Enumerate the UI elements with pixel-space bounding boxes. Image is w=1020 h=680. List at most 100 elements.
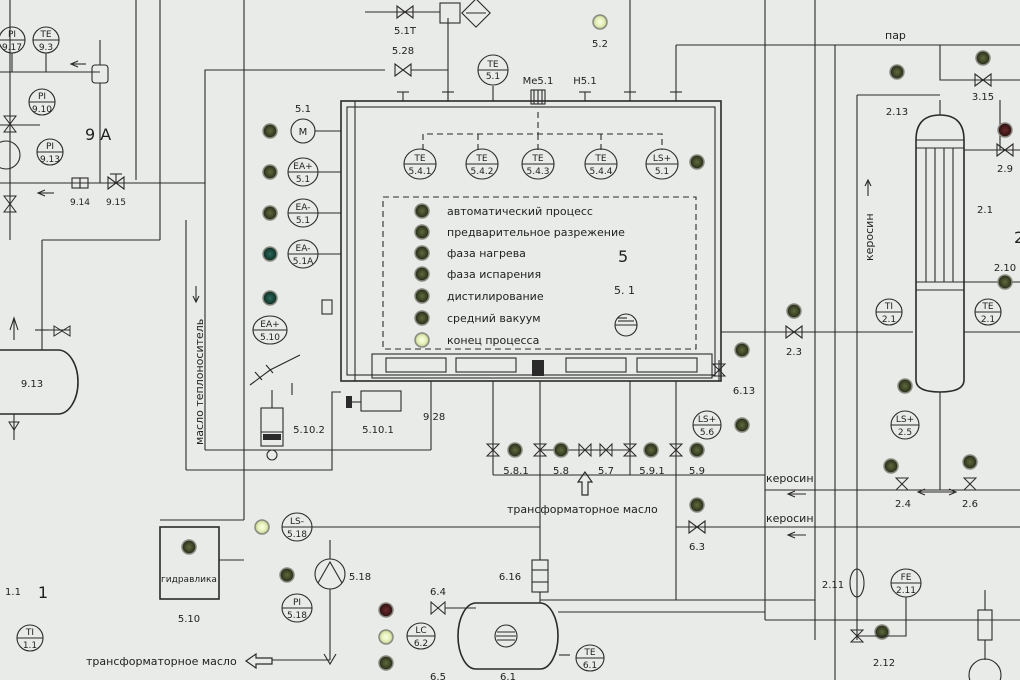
svg-text:TE: TE [583,648,595,658]
tank-6-1: LC 6.2 TE 6.1 [378,545,765,672]
ls-5-6: LS+ 5.6 [692,410,750,440]
svg-text:PI: PI [38,92,46,102]
tag-2-3: 2.3 [786,347,802,358]
tag-6-4: 6.4 [430,587,446,598]
tag-6-13: 6.13 [733,386,755,397]
vessel-sensor-te-542: TE 5.4.2 [465,148,499,180]
hydraulics-label: гидравлика [161,575,217,585]
status-lamp-auto [414,203,430,219]
svg-text:EA-: EA- [296,244,311,254]
valve-3-15 [939,45,1020,88]
svg-text:TI: TI [25,628,34,638]
svg-text:5.4.1: 5.4.1 [409,167,432,177]
tag-6-16: 6.16 [499,572,521,583]
label-heat-transfer-oil: масло теплоноситель [193,319,206,445]
tag-5-10: 5.10 [178,614,200,625]
svg-text:5.1: 5.1 [296,175,310,185]
label-kerosene-vertical: керосин [863,213,876,261]
tag-5-7: 5.7 [598,466,614,477]
ti-2-1: TI 2.1 [875,298,903,326]
valve-2-6 [962,454,978,491]
te-51-type: TE [486,60,498,70]
tag-5-8-1: 5.8.1 [503,466,528,477]
vessel-sensor-te-541: TE 5.4.1 [403,148,437,180]
valve-2-13 [889,64,905,80]
svg-text:5.1: 5.1 [296,216,310,226]
tag-6-3: 6.3 [689,542,705,553]
svg-text:LS+: LS+ [896,415,914,425]
transformer-oil-in-arrow-icon [576,470,594,496]
label-transformer-oil-top: трансформаторное масло [507,503,658,516]
section-1-label: 1 [38,583,48,602]
door-actuator [249,299,402,461]
svg-text:6.2: 6.2 [414,639,428,649]
svg-text:TI: TI [884,302,893,312]
valve-5-28 [394,18,449,101]
svg-text:TE: TE [531,154,543,164]
tag-2-9: 2.9 [997,164,1013,175]
top-instrument-te-51: TE 5.1 [477,54,509,86]
svg-text:5.18: 5.18 [287,611,307,621]
svg-text:PI: PI [293,598,301,608]
tag-5-10-1: 5.10.1 [362,425,394,436]
vacuum-symbol-icon [614,313,638,337]
left-ea-minus-5-1: EA- 5.1 [262,198,341,228]
svg-text:PI: PI [46,142,54,152]
flow-meter-2-11: FE 2.11 [849,568,1002,680]
status-prevacuum: предварительное разрежение [447,226,625,239]
left-ea-plus-5-1: EA+ 5.1 [262,157,341,187]
tag-5-8: 5.8 [553,466,569,477]
indicator-lamp [689,154,705,170]
svg-text:5.6: 5.6 [700,428,715,438]
svg-text:TE: TE [475,154,487,164]
unit-sub-number: 5. 1 [614,284,635,297]
tag-5-9-1: 5.9.1 [639,466,664,477]
svg-text:5.4.3: 5.4.3 [527,167,550,177]
tank-9-13 [0,316,79,440]
svg-text:9.10: 9.10 [32,105,52,115]
transformer-oil-out-arrow-icon [244,652,273,670]
tag-9-15: 9.15 [106,198,126,208]
svg-text:6.1: 6.1 [583,661,597,671]
left-ea-plus-5-10: EA+ 5.10 [252,290,288,345]
svg-text:2.1: 2.1 [981,315,995,325]
status-evaporation: фаза испарения [447,268,541,281]
tag-5-28: 5.28 [392,46,414,57]
status-medium-vacuum: средний вакуум [447,312,541,325]
tag-6-5: 6.5 [430,672,446,680]
label-kerosene-1: керосин [766,472,814,485]
section-2-label: 2 [1014,228,1020,247]
svg-text:2.1: 2.1 [882,315,896,325]
tag-2-6: 2.6 [962,499,978,510]
svg-text:5.1: 5.1 [295,104,311,115]
pi-9-10: PI 9.10 [28,88,56,116]
left-motor-5-1: 5.1 M [262,104,341,144]
svg-text:PI: PI [8,30,16,40]
svg-text:5.4.2: 5.4.2 [471,167,494,177]
svg-text:TE: TE [413,154,425,164]
valve-2-9 [996,122,1014,158]
svg-text:2.5: 2.5 [898,428,912,438]
svg-text:9.13: 9.13 [40,155,60,165]
tag-5-9: 5.9 [689,466,705,477]
tag-5-1t: 5.1T [394,26,417,37]
svg-text:EA+: EA+ [293,162,312,172]
status-distilling: дистилирование [447,290,544,303]
bottom-valve-row [485,381,765,600]
status-lamp-medium-vacuum [414,310,430,326]
tag-2-1: 2.1 [977,205,993,216]
pump-5-18: LS- 5.18 PI 5.18 [254,512,540,666]
status-end-of-process: конец процесса [447,334,539,347]
valve-6-13 [711,342,750,381]
svg-text:TE: TE [39,30,51,40]
status-lamp-distilling [414,288,430,304]
tag-2-12: 2.12 [873,658,895,669]
status-lamp-evaporation [414,266,430,282]
valve-5-1t [365,0,491,28]
unit-number: 5 [618,247,628,266]
svg-text:5.1A: 5.1A [293,257,314,267]
svg-text:9.17: 9.17 [2,43,22,53]
svg-text:FE: FE [901,573,912,583]
